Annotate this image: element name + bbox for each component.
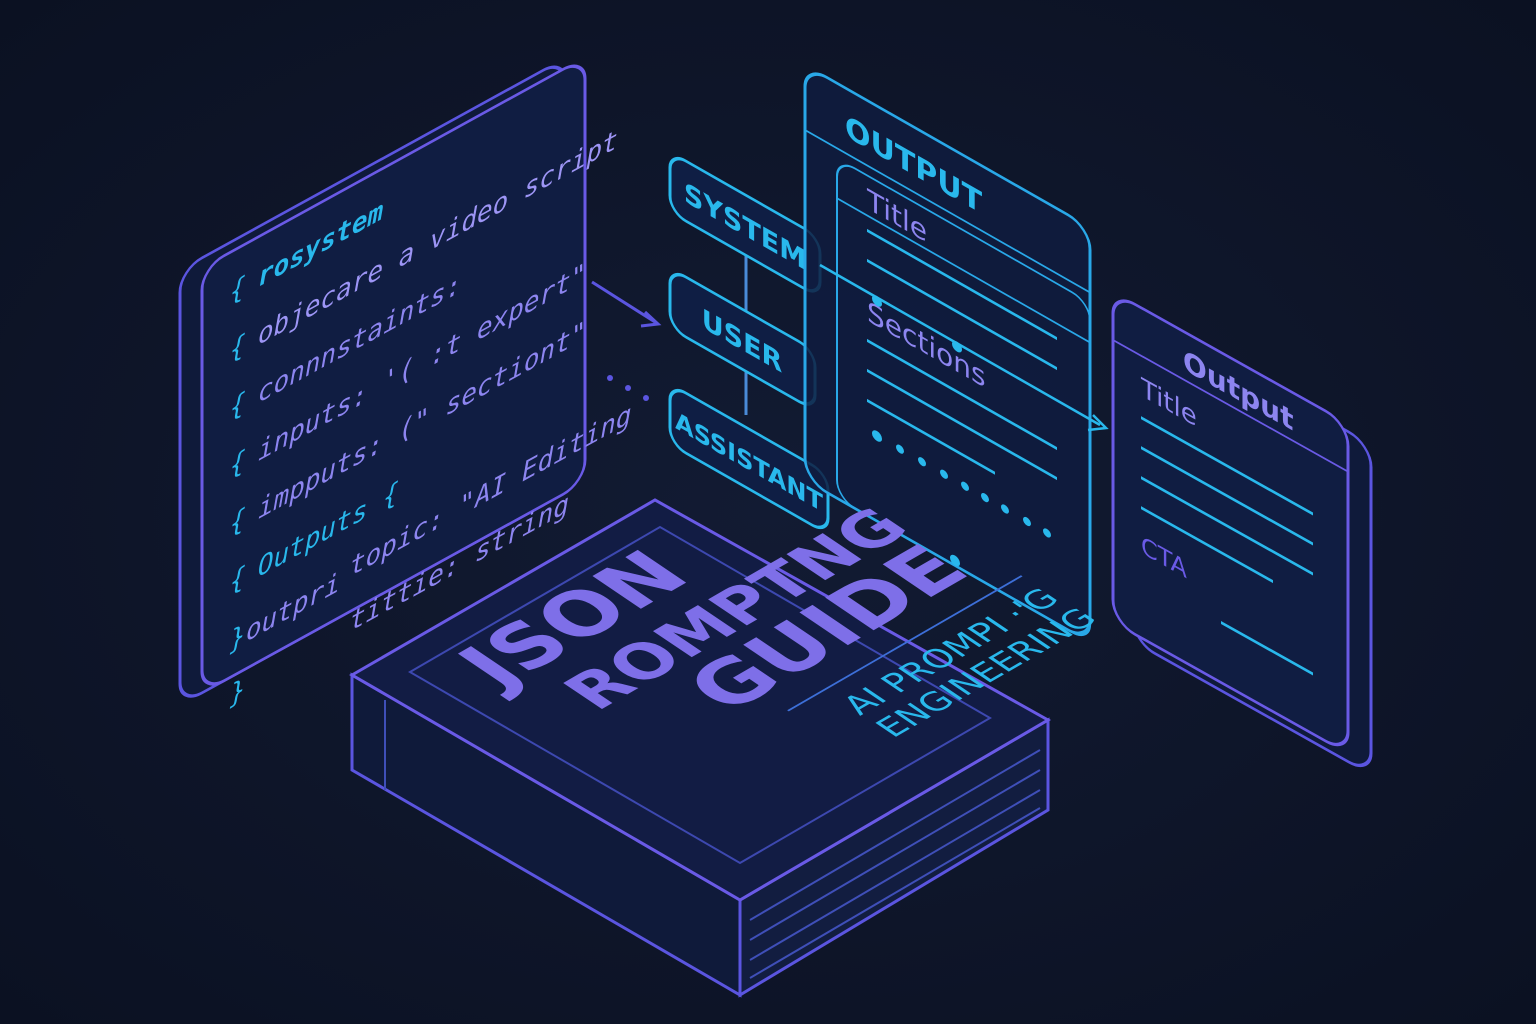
svg-text:}: } xyxy=(229,618,246,658)
arrow-head-icon xyxy=(640,310,662,328)
code-panel: { rosystem { objecare a video script { c… xyxy=(178,64,632,712)
arrow xyxy=(591,280,656,324)
arrow-head-icon xyxy=(1087,414,1109,432)
result-panel: Output Title CTA xyxy=(1111,299,1373,768)
svg-text:{: { xyxy=(230,502,246,541)
dotted-connector xyxy=(607,375,649,401)
svg-text:{: { xyxy=(230,270,246,309)
closing-brace: } xyxy=(229,672,246,712)
svg-text:{: { xyxy=(230,328,246,367)
output-panel: OUTPUT Title Sections xyxy=(803,72,1109,637)
svg-text:{: { xyxy=(230,560,246,599)
flow-line xyxy=(819,263,1101,427)
svg-text:{: { xyxy=(230,444,246,483)
svg-text:{: { xyxy=(230,386,246,425)
